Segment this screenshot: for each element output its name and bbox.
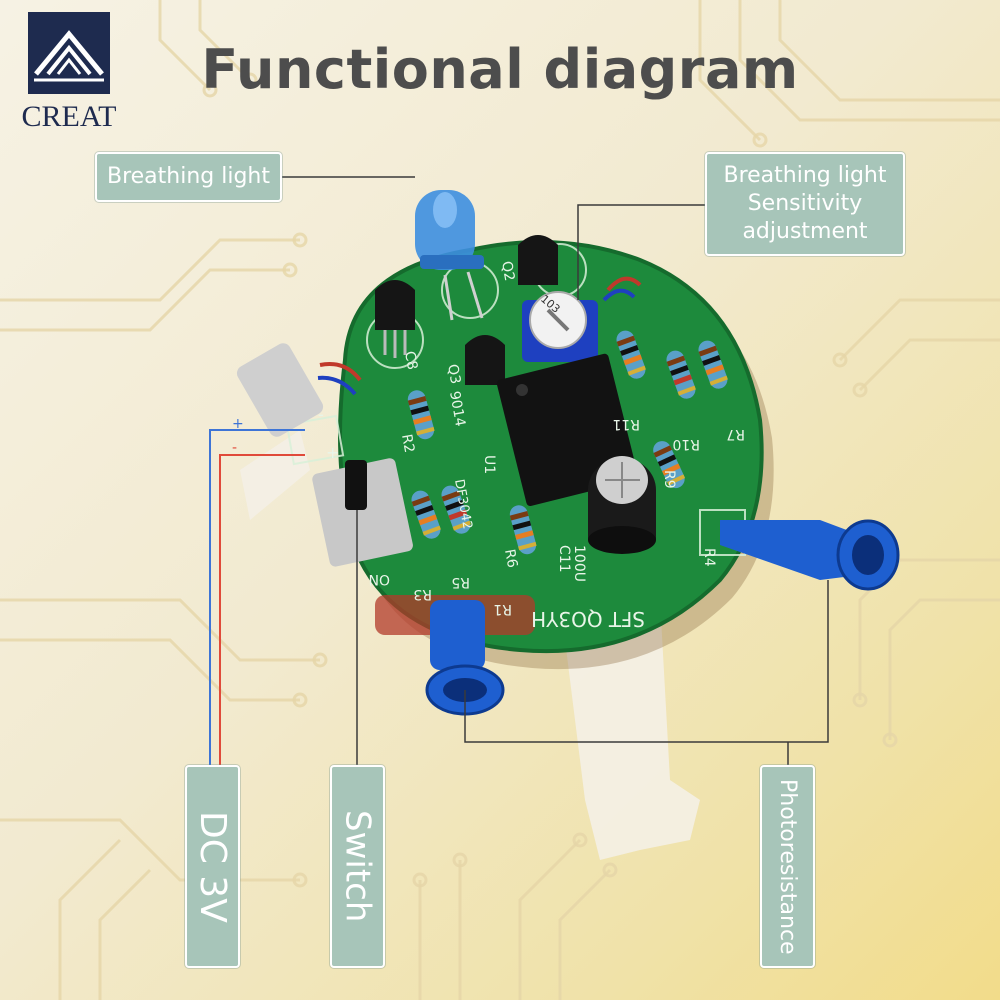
transistor-q3-center (465, 335, 505, 385)
power-wires: + - (209, 416, 305, 765)
photoresistor-sleeve-right (720, 519, 900, 591)
mark-r11: R11 (612, 416, 640, 432)
leader-photoresistance (464, 580, 829, 743)
mark-q3: Q3 (444, 363, 463, 385)
mark-plus: + (326, 443, 339, 462)
mark-r9: R9 (661, 470, 677, 489)
label-switch: Switch (330, 765, 385, 968)
brand-logo-icon (28, 12, 110, 94)
label-photoresistance: Photoresistance (760, 765, 815, 968)
mark-on: ON (369, 571, 391, 587)
capacitor-c11 (588, 456, 656, 554)
label-sensitivity-line3: adjustment (742, 219, 868, 244)
brand-name: CREAT (21, 100, 117, 133)
mark-c8: C8 (401, 350, 420, 371)
label-switch-text: Switch (337, 810, 378, 923)
label-sensitivity-line2: Sensitivity (747, 191, 863, 216)
plastic-tab-left (240, 430, 310, 520)
mark-minus: - (318, 405, 324, 424)
transistor-q2 (518, 235, 558, 285)
transistor-q3-left (375, 280, 415, 358)
wire-minus-mark: - (232, 440, 237, 456)
blue-led (415, 190, 484, 321)
mark-q2: Q2 (498, 260, 517, 282)
label-dc-3v: DC 3V (185, 765, 240, 968)
mark-r3: R3 (413, 586, 432, 602)
mark-c11: C11 (556, 545, 572, 573)
mark-r5: R5 (451, 574, 470, 590)
mark-r4: R4 (701, 548, 717, 567)
slide-switch (312, 458, 413, 567)
mark-c11-val: 100U (571, 545, 587, 582)
plastic-stand (560, 600, 700, 860)
mark-ic: 9014 (446, 390, 468, 428)
label-sensitivity-line1: Breathing light (723, 163, 887, 188)
motor (236, 343, 362, 437)
label-photoresistance-text: Photoresistance (775, 778, 800, 955)
label-breathing-light: Breathing light (95, 152, 282, 202)
mark-r1: R1 (493, 601, 512, 617)
mark-u1: U1 (481, 455, 497, 474)
wire-plus-mark: + (232, 416, 244, 432)
brand-logo: CREAT (14, 12, 124, 133)
resistors (407, 330, 728, 555)
mark-r7: R7 (726, 426, 745, 442)
label-dc-3v-text: DC 3V (192, 810, 233, 923)
label-sensitivity-adjustment: Breathing light Sensitivity adjustment (705, 152, 905, 256)
potentiometer-103 (522, 291, 598, 362)
mark-model: SFT QO3YH (531, 607, 645, 631)
page-title: Functional diagram (201, 38, 799, 101)
mark-r2: R2 (398, 433, 417, 454)
leader-lines (282, 176, 829, 765)
label-breathing-light-text: Breathing light (106, 164, 270, 189)
leader-sensitivity (577, 204, 705, 300)
mark-r6: R6 (501, 548, 520, 569)
mark-r10: R10 (672, 436, 700, 452)
